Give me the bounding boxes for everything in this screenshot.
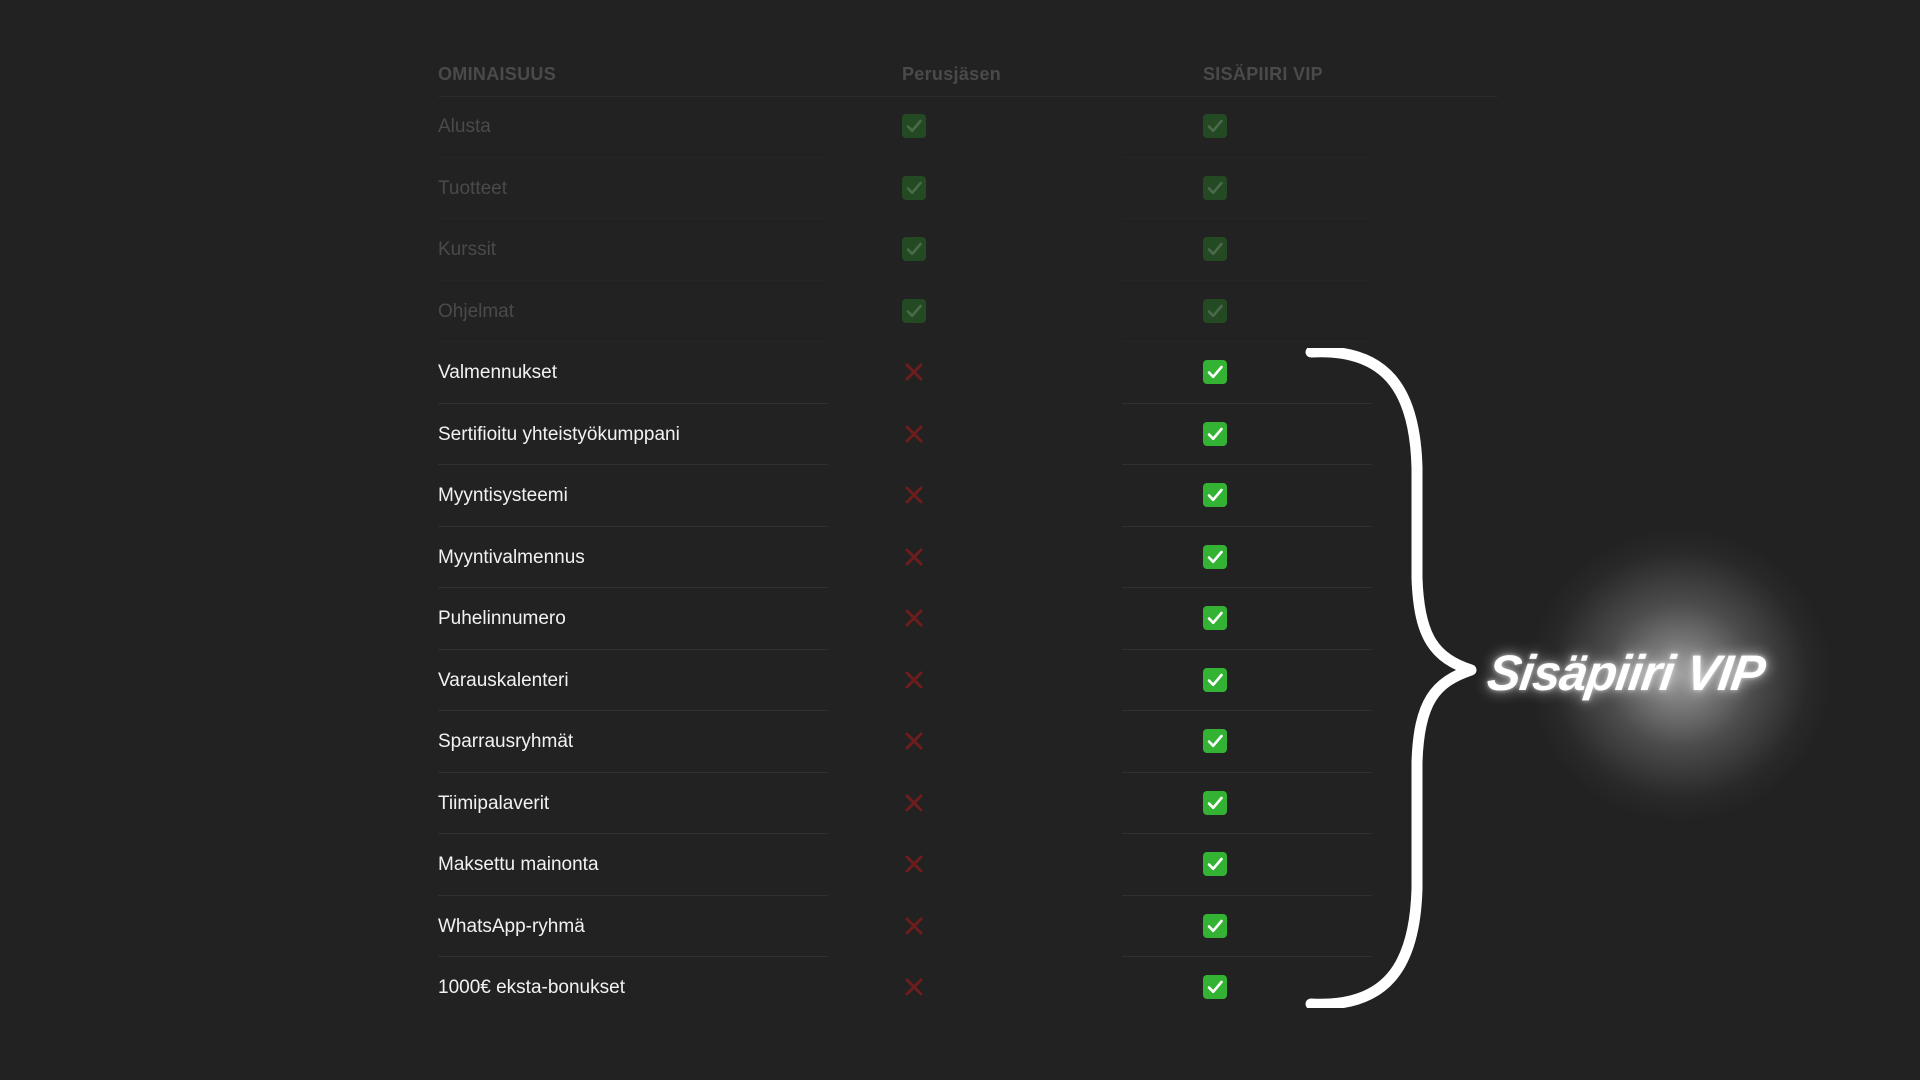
check-mark-icon (1203, 360, 1227, 384)
table-row: Valmennukset (438, 342, 1498, 404)
row-divider (1122, 894, 1372, 896)
check-mark-icon (1203, 729, 1227, 753)
title-glow (1530, 530, 1830, 820)
check-mark-icon (902, 298, 926, 323)
row-divider (1122, 710, 1372, 711)
row-divider (1122, 956, 1372, 957)
row-divider (1122, 648, 1372, 650)
row-divider (1122, 833, 1372, 834)
row-divider (1122, 771, 1372, 773)
feature-label: Puhelinnumero (438, 608, 566, 629)
check-mark-icon (1203, 175, 1227, 200)
cross-mark-icon (902, 422, 926, 446)
row-divider (1122, 156, 1372, 158)
row-divider (1122, 402, 1372, 404)
row-divider (438, 525, 828, 527)
check-mark-icon (1203, 298, 1227, 323)
check-mark-icon (1203, 606, 1227, 630)
check-mark-icon (1203, 667, 1227, 692)
row-divider (438, 218, 828, 219)
check-mark-icon (1203, 483, 1227, 507)
feature-label: Varauskalenteri (438, 669, 569, 691)
row-divider (1122, 218, 1372, 219)
feature-label: Valmennukset (438, 362, 557, 383)
row-divider (1122, 587, 1372, 588)
row-divider (1122, 279, 1372, 281)
row-divider (438, 341, 828, 342)
row-divider (438, 156, 828, 158)
check-mark-icon (1203, 544, 1227, 569)
feature-label: Alusta (438, 116, 491, 137)
feature-label: Myyntivalmennus (438, 546, 585, 568)
table-row: Sparrausryhmät (438, 711, 1498, 773)
feature-label: Sertifioitu yhteistyökumppani (438, 423, 680, 445)
feature-label: Myyntisysteemi (438, 485, 568, 506)
check-mark-icon (1203, 852, 1227, 876)
cross-mark-icon (902, 668, 926, 692)
row-divider (438, 771, 828, 773)
table-row: Varauskalenteri (438, 650, 1498, 711)
row-divider (438, 833, 828, 834)
check-mark-icon (1203, 913, 1227, 938)
row-divider (438, 279, 828, 281)
feature-label: Tiimipalaverit (438, 792, 550, 814)
table-row: Myyntivalmennus (438, 527, 1498, 588)
feature-label: WhatsApp-ryhmä (438, 915, 585, 937)
check-mark-icon (902, 114, 926, 138)
check-mark-icon (1203, 421, 1227, 446)
row-divider (438, 710, 828, 711)
row-divider (438, 648, 828, 650)
feature-label: Sparrausryhmät (438, 731, 574, 752)
vip-callout-title: Sisäpiiri VIP (1484, 645, 1768, 701)
check-mark-icon (1203, 114, 1227, 138)
table-row: Sertifioitu yhteistyökumppani (438, 404, 1498, 465)
cross-mark-icon (902, 852, 926, 876)
check-mark-icon (1203, 975, 1227, 999)
table-row: Alusta (438, 96, 1498, 158)
cross-mark-icon (902, 545, 926, 569)
feature-label: Maksettu mainonta (438, 854, 599, 875)
table-row: 1000€ eksta-bonukset (438, 957, 1498, 1019)
right-curly-brace-icon (1305, 348, 1477, 1008)
header-feature: OMINAISUUS (438, 64, 557, 84)
feature-label: Tuotteet (438, 177, 508, 199)
row-divider (438, 464, 828, 465)
check-mark-icon (902, 237, 926, 261)
cross-mark-icon (902, 791, 926, 815)
cross-mark-icon (902, 606, 926, 630)
check-mark-icon (1203, 237, 1227, 261)
table-row: Tuotteet (438, 158, 1498, 219)
table-row: Puhelinnumero (438, 588, 1498, 650)
header-basic: Perusjäsen (902, 64, 1002, 84)
feature-label: 1000€ eksta-bonukset (438, 977, 625, 998)
header-vip: SISÄPIIRI VIP (1203, 64, 1323, 84)
row-divider (438, 587, 828, 588)
row-divider (438, 402, 828, 404)
table-header: OMINAISUUS Perusjäsen SISÄPIIRI VIP (438, 60, 1498, 97)
cross-mark-icon (902, 975, 926, 999)
table-row: Maksettu mainonta (438, 834, 1498, 896)
cross-mark-icon (902, 914, 926, 938)
check-mark-icon (1203, 790, 1227, 815)
row-divider (438, 956, 828, 957)
row-divider (1122, 341, 1372, 342)
cross-mark-icon (902, 360, 926, 384)
row-divider (1122, 464, 1372, 465)
row-divider (438, 894, 828, 896)
table-row: WhatsApp-ryhmä (438, 896, 1498, 957)
table-row: Kurssit (438, 219, 1498, 281)
table-row: Myyntisysteemi (438, 465, 1498, 527)
feature-label: Kurssit (438, 239, 497, 260)
feature-label: Ohjelmat (438, 300, 515, 322)
cross-mark-icon (902, 483, 926, 507)
table-row: Tiimipalaverit (438, 773, 1498, 834)
row-divider (1122, 525, 1372, 527)
table-row: Ohjelmat (438, 281, 1498, 342)
cross-mark-icon (902, 729, 926, 753)
check-mark-icon (902, 175, 926, 200)
